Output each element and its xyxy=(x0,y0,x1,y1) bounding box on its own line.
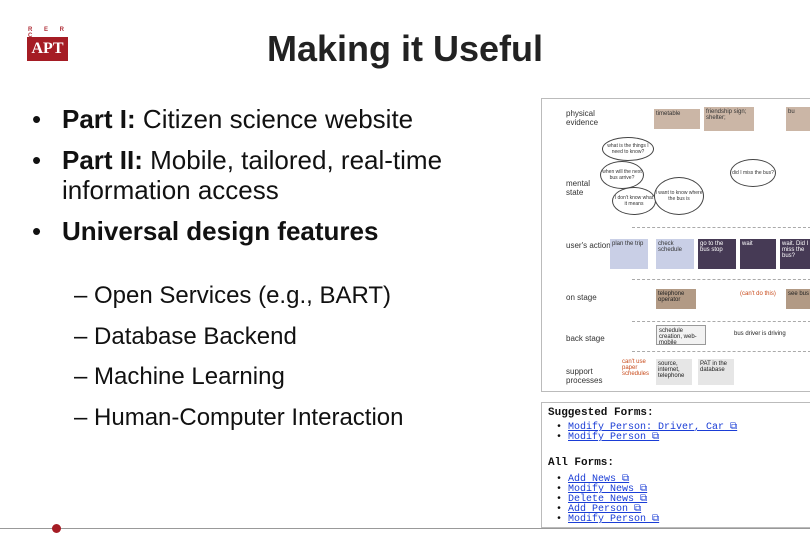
onstage-note: (can't do this) xyxy=(740,291,776,297)
bullet-text: Mobile, tailored, real-time information … xyxy=(62,145,443,205)
footer-divider xyxy=(0,528,810,529)
main-bullet-list: • Part I: Citizen science website • Part I… xyxy=(32,104,512,257)
form-link-label[interactable]: Delete News xyxy=(568,494,635,505)
logo-main-text: APT xyxy=(27,37,68,61)
thought-bubble: I don't know what it means xyxy=(612,187,656,215)
support-note: can't use paper schedules xyxy=(622,359,650,377)
sub-bullet-database: – Database Backend xyxy=(74,322,297,350)
thought-bubble: did I miss the bus? xyxy=(730,159,776,187)
forms-screenshot: Suggested Forms: •Modify Person: Driver,… xyxy=(541,402,810,528)
form-link[interactable]: •Add News ⧉ xyxy=(556,474,630,485)
bullet-dot: • xyxy=(32,216,42,246)
row-label-onstage: on stage xyxy=(566,293,597,302)
bullet-part-2: • Part II: Mobile, tailored, real-time in… xyxy=(32,145,512,205)
form-link[interactable]: •Add Person ⧉ xyxy=(556,504,642,515)
thought-bubble: what is the things I need to know? xyxy=(602,137,654,161)
form-link-label[interactable]: Modify News xyxy=(568,484,635,495)
slide-title: Making it Useful xyxy=(266,28,544,69)
form-link-label[interactable]: Modify Person xyxy=(568,432,647,443)
phys-box-timetable: timetable xyxy=(654,109,700,129)
action-box: wait. Did I miss the bus? xyxy=(780,239,810,269)
action-box: check schedule xyxy=(656,239,694,269)
bullet-part-1: • Part I: Citizen science website xyxy=(32,104,512,134)
form-link-label[interactable]: Add Person xyxy=(568,504,629,515)
thought-bubble: when will the next bus arrive? xyxy=(600,161,644,189)
phys-box-bus: bu xyxy=(786,107,810,131)
lane-divider xyxy=(632,279,810,280)
logo-small-text: R E R C xyxy=(28,27,70,39)
form-link[interactable]: •Modify News ⧉ xyxy=(556,484,648,495)
all-forms-heading: All Forms: xyxy=(548,457,615,469)
form-link[interactable]: •Modify Person ⧉ xyxy=(556,514,660,525)
bullet-bold-label: Part II: xyxy=(62,145,143,175)
lane-divider xyxy=(632,321,810,322)
row-label-mental: mental state xyxy=(566,179,591,197)
thought-bubble: I want to know where the bus is xyxy=(654,177,704,215)
footer-dot xyxy=(52,524,61,533)
sub-bullet-list: – Open Services (e.g., BART) – Database … xyxy=(74,282,514,444)
phys-box-shelter: friendship sign; shelter; xyxy=(704,107,754,131)
backstage-box: schedule creation, web-mobile xyxy=(656,325,706,346)
form-link[interactable]: •Delete News ⧉ xyxy=(556,494,648,505)
backstage-note: bus driver is driving xyxy=(734,331,786,337)
rerc-apt-logo: R E R C APT xyxy=(27,27,68,61)
row-label-backstage: back stage xyxy=(566,334,605,343)
bullet-bold-label: Universal design features xyxy=(62,216,379,246)
sub-bullet-open-services: – Open Services (e.g., BART) xyxy=(74,282,392,309)
form-link-label[interactable]: Modify Person: Driver, Car xyxy=(568,422,725,433)
bullet-dot: • xyxy=(32,145,42,175)
service-blueprint-image: physical evidence mental state user's ac… xyxy=(541,98,810,392)
sub-bullet-hci: – Human-Computer Interaction xyxy=(74,403,404,431)
action-box: plan the trip xyxy=(610,239,648,269)
form-link[interactable]: •Modify Person ⧉ xyxy=(556,432,660,443)
lane-divider xyxy=(632,227,810,228)
row-label-support: support processes xyxy=(566,367,603,385)
form-link[interactable]: •Modify Person: Driver, Car ⧉ xyxy=(556,422,738,433)
suggested-forms-heading: Suggested Forms: xyxy=(548,407,654,419)
bullet-dot: • xyxy=(32,104,42,134)
support-box: PAT in the database xyxy=(698,359,734,385)
bullet-text: Citizen science website xyxy=(135,104,414,134)
onstage-box: telephone operator xyxy=(656,289,696,309)
form-link-label[interactable]: Modify Person xyxy=(568,514,647,525)
sub-bullet-machine-learning: – Machine Learning xyxy=(74,363,285,390)
bullet-universal-design: • Universal design features xyxy=(32,216,512,246)
onstage-box: see bus xyxy=(786,289,810,309)
bullet-bold-label: Part I: xyxy=(62,104,136,134)
lane-divider xyxy=(632,351,810,352)
form-link-label[interactable]: Add News xyxy=(568,474,617,485)
row-label-physical: physical evidence xyxy=(566,109,599,127)
action-box: wait xyxy=(740,239,776,269)
row-label-actions: user's actions xyxy=(566,241,615,250)
action-box: go to the bus stop xyxy=(698,239,736,269)
support-box: source, internet, telephone xyxy=(656,359,692,385)
all-forms-list: •Add News ⧉ •Modify News ⧉ •Delete News … xyxy=(548,475,808,525)
suggested-forms-list: •Modify Person: Driver, Car ⧉ •Modify Pe… xyxy=(548,423,808,443)
